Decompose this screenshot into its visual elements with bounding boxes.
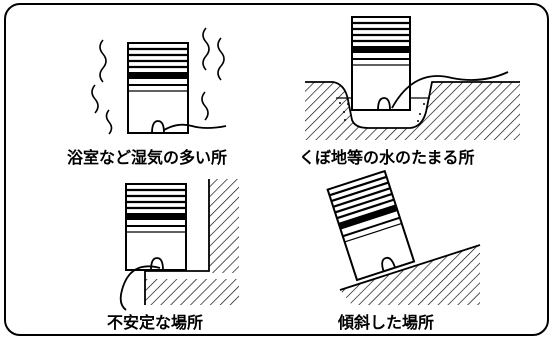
ground-surface-line xyxy=(305,81,520,129)
panel-sloped-place xyxy=(326,169,481,305)
heater-unit xyxy=(127,42,189,134)
heater-unit xyxy=(351,16,411,111)
wall-hatch xyxy=(209,179,239,273)
power-cord xyxy=(119,265,161,311)
caption-hollow-place: くぼ地等の水のたまる所 xyxy=(299,148,475,167)
ground-hatch xyxy=(305,82,520,140)
power-cord xyxy=(163,123,227,131)
steam-waves-icon xyxy=(91,27,225,135)
caption-unstable-place: 不安定な場所 xyxy=(107,313,204,332)
heater-unit xyxy=(125,183,187,271)
slope-hatch xyxy=(340,245,480,305)
caption-humid-place: 浴室など湿気の多い所 xyxy=(67,148,228,167)
power-cord xyxy=(391,71,509,109)
panel-hollow-place xyxy=(305,16,520,140)
panel-humid-place xyxy=(91,27,227,135)
water-dots xyxy=(339,102,428,122)
floor-hatch xyxy=(145,279,239,305)
caption-sloped-place: 傾斜した場所 xyxy=(338,313,435,332)
tilted-heater-unit xyxy=(326,169,416,282)
panel-unstable-place xyxy=(119,179,239,311)
slope-surface-line xyxy=(339,244,481,291)
